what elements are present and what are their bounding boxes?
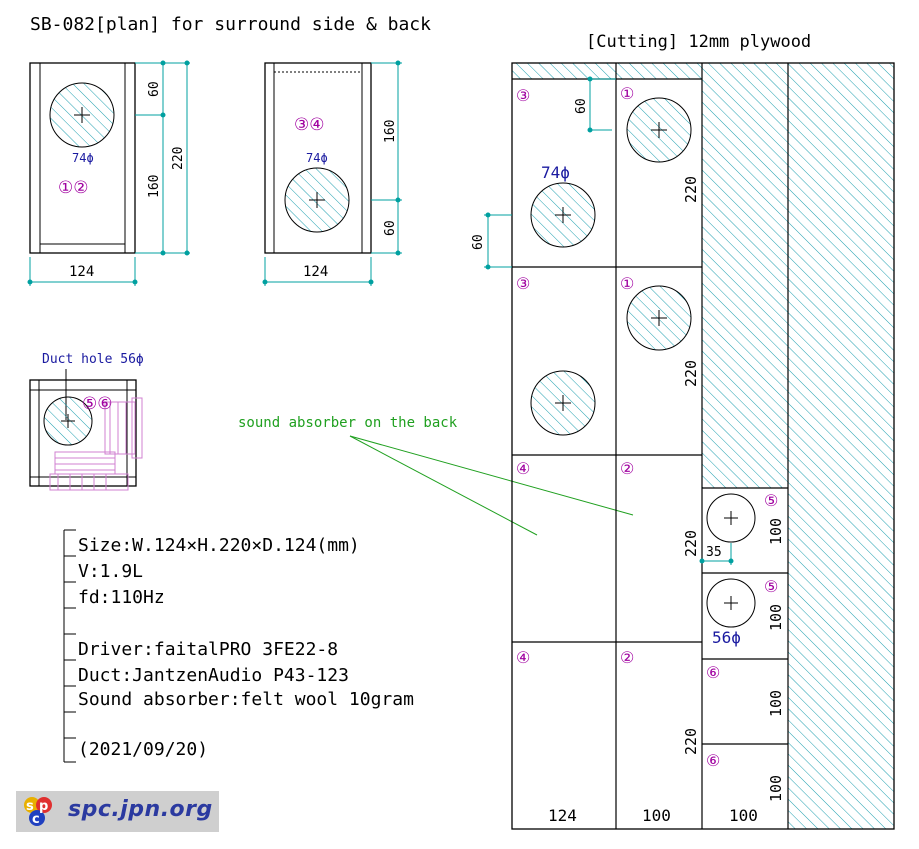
spec-duct: Duct:JantzenAudio P43-123 [78, 665, 349, 686]
dim-top: 60 [147, 81, 162, 97]
column-width: 100 [642, 806, 671, 825]
panel-number: ④ [516, 459, 530, 478]
dim-width: 124 [303, 264, 328, 280]
cutting-title: [Cutting] 12mm plywood [586, 32, 811, 52]
dim-total: 220 [171, 147, 186, 170]
dim-60-top: 60 [574, 98, 589, 114]
logo-text: spc.jpn.org [68, 797, 213, 822]
spec-date: (2021/09/20) [78, 739, 208, 760]
panel-number: ⑥ [706, 751, 720, 770]
dim-60-left: 60 [471, 234, 486, 250]
spec-fd: fd:110Hz [78, 587, 165, 608]
panel-height: 220 [682, 530, 700, 557]
panel-number: ⑤ [764, 577, 778, 596]
dim-top: 160 [383, 120, 398, 143]
panel-height: 100 [767, 775, 785, 802]
spec-absorber: Sound absorber:felt wool 10gram [78, 689, 414, 710]
site-logo[interactable]: s p c spc.jpn.org [16, 791, 219, 832]
dim-width: 124 [69, 264, 94, 280]
panel-number: ① [620, 274, 634, 293]
plan-title: SB-082[plan] for surround side & back [30, 14, 431, 35]
panel-height: 220 [682, 360, 700, 387]
parts-label: ③④ [294, 115, 324, 135]
dim-mid: 160 [147, 175, 162, 198]
front-view-right: 74ϕ ③④ 160 60 124 [262, 60, 402, 286]
side-view: Duct hole 56ϕ ⑤⑥ [29, 352, 144, 491]
spc-logo-icon: s p c [24, 797, 52, 827]
driver-drawing [49, 397, 143, 491]
panel-height: 220 [682, 728, 700, 755]
column-width: 124 [548, 806, 577, 825]
hole-p5a [706, 493, 756, 543]
svg-text:s: s [26, 799, 34, 814]
panel-height: 100 [767, 518, 785, 545]
panel-height: 100 [767, 690, 785, 717]
absorber-annotation: sound absorber on the back [238, 415, 458, 431]
hole-size-label: 74ϕ [306, 151, 328, 165]
dim-bottom: 60 [383, 220, 398, 236]
spec-size: Size:W.124×H.220×D.124(mm) [78, 535, 360, 556]
spec-volume: V:1.9L [78, 561, 143, 582]
spec-driver: Driver:faitalPRO 3FE22-8 [78, 639, 338, 660]
panel-number: ⑥ [706, 663, 720, 682]
front-view-left: 74ϕ ①② 60 160 220 124 [27, 60, 190, 286]
panel-number: ② [620, 459, 634, 478]
panel-number: ⑤ [764, 491, 778, 510]
hole-size-label: 74ϕ [72, 151, 94, 165]
duct-hole-label: Duct hole 56ϕ [42, 352, 144, 367]
panel-height: 220 [682, 176, 700, 203]
panel-number: ① [620, 84, 634, 103]
svg-text:p: p [39, 799, 48, 814]
hole-56-label: 56ϕ [712, 628, 741, 647]
parts-label: ①② [58, 178, 88, 198]
cutting-diagram: ③ ① ③ ① ④ ② ④ ② ⑤ ⑤ ⑥ ⑥ 220 220 220 220 … [471, 62, 895, 830]
svg-text:c: c [32, 812, 40, 827]
spec-list: Size:W.124×H.220×D.124(mm) V:1.9L fd:110… [63, 529, 414, 763]
dim-35: 35 [706, 545, 722, 560]
panel-number: ③ [516, 274, 530, 293]
hole-p5b [706, 578, 756, 628]
panel-number: ② [620, 648, 634, 667]
hole-74-label: 74ϕ [541, 163, 570, 182]
parts-label: ⑤⑥ [82, 394, 112, 414]
column-width: 100 [729, 806, 758, 825]
panel-number: ④ [516, 648, 530, 667]
panel-height: 100 [767, 604, 785, 631]
panel-number: ③ [516, 86, 530, 105]
